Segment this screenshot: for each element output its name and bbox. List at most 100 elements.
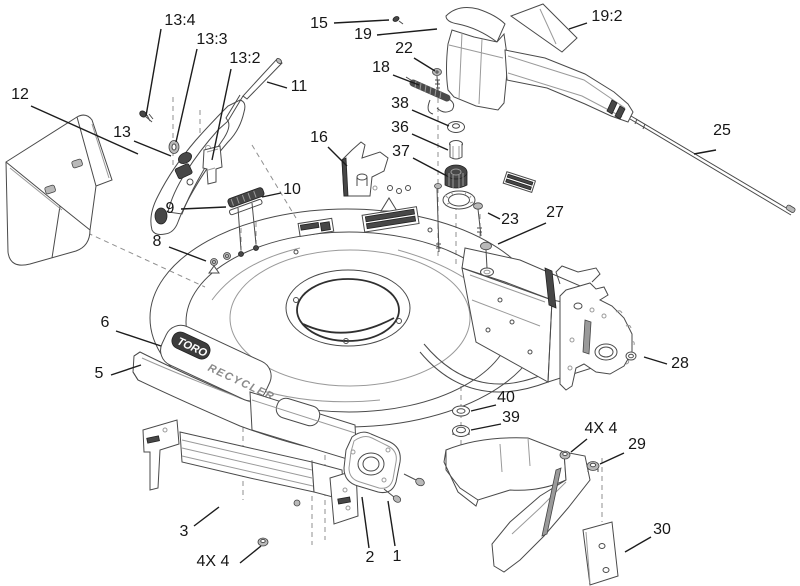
callout-label[interactable]: 37 [392,143,410,160]
part-12-side-cover[interactable] [5,114,113,266]
part-19-2-panel[interactable] [509,3,578,53]
part-27-plug[interactable] [480,241,494,277]
part-29-nut[interactable] [586,461,600,473]
callout-label[interactable]: 40 [497,389,515,406]
callout-label[interactable]: 13:3 [196,31,227,48]
callout-label[interactable]: 2 [366,549,375,566]
callout-leader-line [30,105,139,155]
part-19-housing[interactable] [445,7,634,123]
part-40-washer[interactable] [452,405,470,417]
callout-label[interactable]: 1 [393,548,402,565]
part-30-chute[interactable] [443,437,619,586]
part-1-bolts[interactable] [383,473,426,504]
callout-label[interactable]: 19 [354,26,372,43]
callout-label[interactable]: 18 [372,59,390,76]
deck-front-lower [249,391,358,468]
callout-label[interactable]: 9 [166,200,175,217]
callout-leader-line [115,330,162,347]
part-8-screws[interactable] [208,252,231,274]
callout-label[interactable]: 30 [653,521,671,538]
callout-leader-line [239,545,262,564]
part-13-3-washer[interactable] [168,140,180,154]
callout-label[interactable]: 28 [671,355,689,372]
part-23-bolt[interactable] [473,202,483,237]
callout-leader-line [412,157,448,177]
callout-label[interactable]: 13 [113,124,131,141]
callout-leader-line [266,81,288,89]
callout-leader-line [193,506,220,527]
callout-leader-line [599,452,625,465]
callout-label[interactable]: 11 [291,78,308,95]
callouts-layer: 13:413:313:2111213151919:222183836372516… [11,8,731,570]
callout-leader-line [180,206,227,210]
callout-label[interactable]: 36 [391,119,409,136]
callout-leader-line [327,146,348,167]
part-28-plate[interactable] [555,265,637,391]
callout-label[interactable]: 12 [11,86,29,103]
callout-label[interactable]: 10 [283,181,301,198]
callout-label[interactable]: 15 [310,15,328,32]
callout-label[interactable]: 19:2 [591,8,622,25]
callout-leader-line [145,28,162,117]
part-9-10-bracket[interactable] [225,187,267,257]
callout-label[interactable]: 29 [628,436,646,453]
callout-leader-line [211,68,232,161]
callout-leader-line [411,133,449,151]
callout-label[interactable]: 16 [310,129,328,146]
callout-leader-line [693,149,717,155]
callout-leader-line [470,404,497,412]
callout-label[interactable]: 25 [713,122,731,139]
callout-leader-line [376,28,438,36]
part-4x4-nut-left[interactable] [257,537,269,547]
retainer-ring [442,190,476,210]
part-36-bushing[interactable] [449,140,463,160]
part-13-2-clip[interactable] [202,145,223,185]
part-13-4-screw[interactable] [139,110,154,123]
part-15-screw[interactable] [392,15,404,25]
callout-leader-line [387,500,396,547]
part-22-screw[interactable] [432,68,442,93]
callout-label[interactable]: 4X 4 [585,420,618,437]
part-25-rod[interactable] [629,115,796,216]
callout-leader-line [392,74,420,86]
callout-label[interactable]: 23 [501,211,519,228]
part-3-bracket[interactable] [142,419,359,525]
part-37-knob[interactable] [444,164,468,189]
part-11-rod[interactable] [225,57,283,122]
warning-decals [297,171,537,238]
callout-label[interactable]: 8 [153,233,162,250]
callout-leader-line [361,496,370,549]
part-16-bracket[interactable] [341,141,389,197]
callout-leader-line [413,57,436,72]
callout-label[interactable]: 5 [95,365,104,382]
callout-leader-line [261,192,282,198]
callout-leader-line [570,438,588,453]
callout-leader-line [333,19,390,24]
callout-leader-line [568,22,588,30]
part-13-handle-bracket[interactable] [150,99,246,235]
part-4x4-nut-right[interactable] [559,450,571,460]
callout-leader-line [487,212,501,220]
part-39-nut[interactable] [452,425,470,437]
callout-label[interactable]: 38 [391,95,409,112]
callout-leader-line [175,48,198,143]
callout-label[interactable]: 27 [546,204,564,221]
callout-leader-line [624,536,652,553]
callout-label[interactable]: 4X 4 [197,553,230,570]
callout-label[interactable]: 22 [395,40,413,57]
callout-leader-line [411,109,450,127]
part-2-cover-plate[interactable] [343,431,401,493]
callout-leader-line [643,356,668,365]
part-38-cap[interactable] [447,121,465,133]
callout-label[interactable]: 13:2 [229,50,260,67]
callout-label[interactable]: 39 [502,409,520,426]
callout-label[interactable]: 13:4 [164,12,195,29]
callout-leader-line [110,364,142,376]
callout-label[interactable]: 3 [180,523,189,540]
callout-leader-line [133,140,172,157]
callout-label[interactable]: 6 [101,314,110,331]
callout-leader-line [168,246,207,262]
callout-leader-line [470,423,502,431]
